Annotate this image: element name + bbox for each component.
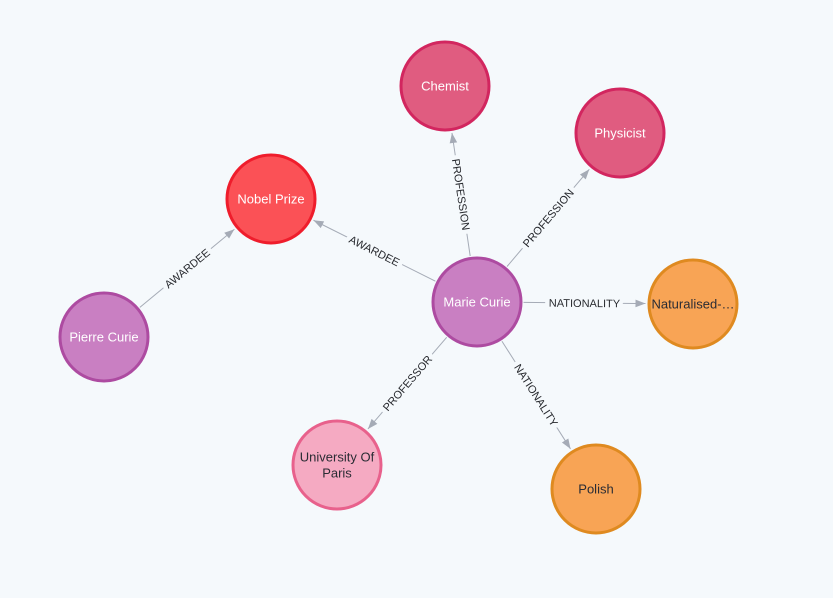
edge-label[interactable]: PROFESSOR	[377, 349, 440, 418]
node-circle[interactable]	[431, 256, 523, 348]
node-circle[interactable]	[58, 291, 150, 383]
edge-marie-curie-to-physicist[interactable]: PROFESSION	[506, 168, 590, 267]
edge-label[interactable]: AWARDEE	[342, 229, 405, 273]
node-circle[interactable]	[550, 443, 642, 535]
edge-line[interactable]	[313, 219, 436, 282]
node-naturalised[interactable]: Naturalised-…	[647, 258, 739, 350]
edge-label[interactable]: PROFESSION	[444, 154, 475, 236]
edge-label[interactable]: NATIONALITY	[507, 358, 565, 434]
edge-label[interactable]: PROFESSION	[517, 183, 582, 255]
node-circle[interactable]	[574, 87, 666, 179]
edge-layer: PROFESSION PROFESSION AWARDEE AWARDEE PROFES…	[139, 132, 646, 450]
node-pierre-curie[interactable]: Pierre Curie	[58, 291, 150, 383]
edge-pierre-curie-to-nobel-prize[interactable]: AWARDEE	[139, 228, 235, 308]
edge-marie-curie-to-naturalised[interactable]: NATIONALITY	[523, 293, 646, 315]
node-marie-curie[interactable]: Marie Curie	[431, 256, 523, 348]
node-polish[interactable]: Polish	[550, 443, 642, 535]
edge-marie-curie-to-polish[interactable]: NATIONALITY	[501, 340, 571, 450]
edge-line[interactable]	[449, 132, 471, 257]
node-nobel-prize[interactable]: Nobel Prize	[225, 153, 317, 245]
node-chemist[interactable]: Chemist	[399, 40, 491, 132]
edge-line[interactable]	[139, 228, 235, 308]
edge-marie-curie-to-chemist[interactable]: PROFESSION	[444, 132, 476, 257]
edge-marie-curie-to-university-of-paris[interactable]: PROFESSOR	[367, 336, 448, 430]
edge-marie-curie-to-nobel-prize[interactable]: AWARDEE	[313, 219, 436, 282]
edge-line[interactable]	[523, 299, 646, 308]
edge-line[interactable]	[367, 336, 448, 430]
node-circle[interactable]	[647, 258, 739, 350]
node-circle[interactable]	[225, 153, 317, 245]
node-physicist[interactable]: Physicist	[574, 87, 666, 179]
node-circle[interactable]	[399, 40, 491, 132]
edge-line[interactable]	[501, 340, 571, 450]
edge-label[interactable]: NATIONALITY	[544, 293, 625, 315]
node-circle[interactable]	[291, 419, 383, 511]
edge-line[interactable]	[506, 168, 590, 267]
edge-label[interactable]: AWARDEE	[158, 243, 217, 296]
